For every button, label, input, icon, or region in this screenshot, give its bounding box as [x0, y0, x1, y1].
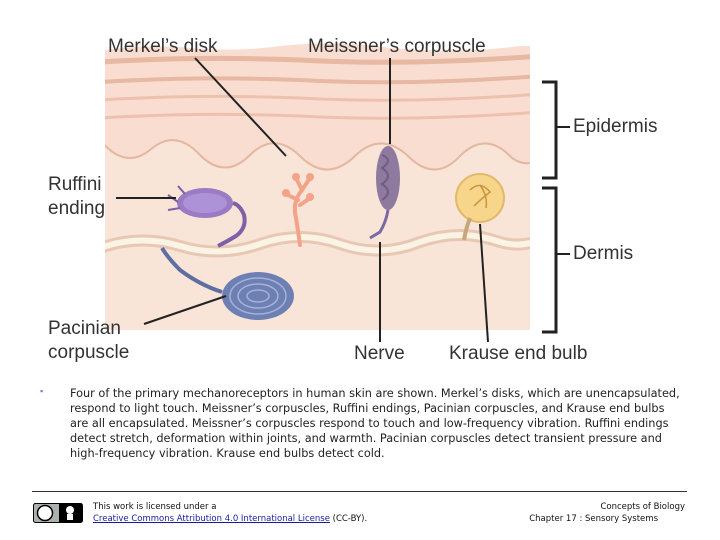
epidermis-bracket: [542, 80, 558, 180]
license-prefix: This work is licensed under a: [93, 502, 217, 512]
label-ruffini-line1: Ruffini: [48, 174, 102, 195]
pacinian-corpuscle: [160, 246, 294, 320]
krause-end-bulb: [455, 173, 505, 241]
label-meissners-corpuscle: Meissner’s corpuscle: [308, 36, 486, 57]
bullet-icon: ▪: [40, 386, 44, 396]
ruffini-ending: [167, 185, 247, 248]
krause-leader: [479, 223, 489, 343]
label-pacinian-line2: corpuscle: [48, 342, 130, 363]
dermis-bracket: [542, 186, 558, 334]
label-dermis: Dermis: [573, 243, 634, 264]
meissners-corpuscle: [369, 146, 400, 240]
pacinian-leader: [143, 295, 227, 325]
label-merkels-disk: Merkel’s disk: [108, 36, 218, 57]
label-ruffini-line2: ending: [48, 198, 106, 219]
license-link[interactable]: Creative Commons Attribution 4.0 Interna…: [93, 514, 330, 524]
skin-mechanoreceptor-diagram: [105, 43, 570, 343]
merkels-disk-leader: [194, 57, 287, 157]
footer-divider: [32, 491, 687, 492]
figure-caption: Four of the primary mechanoreceptors in …: [70, 387, 680, 460]
label-epidermis: Epidermis: [573, 116, 658, 137]
label-pacinian-line1: Pacinian: [48, 318, 121, 339]
cc-license-icon: [33, 503, 83, 523]
label-krause-end-bulb: Krause end bulb: [449, 343, 588, 364]
book-title: Concepts of Biology: [600, 502, 685, 512]
merkels-disk: [282, 173, 314, 247]
chapter-title: Chapter 17 : Sensory Systems: [529, 514, 658, 524]
label-nerve: Nerve: [354, 343, 405, 364]
license-suffix: (CC-BY).: [329, 514, 368, 524]
license-line: Creative Commons Attribution 4.0 Interna…: [93, 514, 367, 524]
